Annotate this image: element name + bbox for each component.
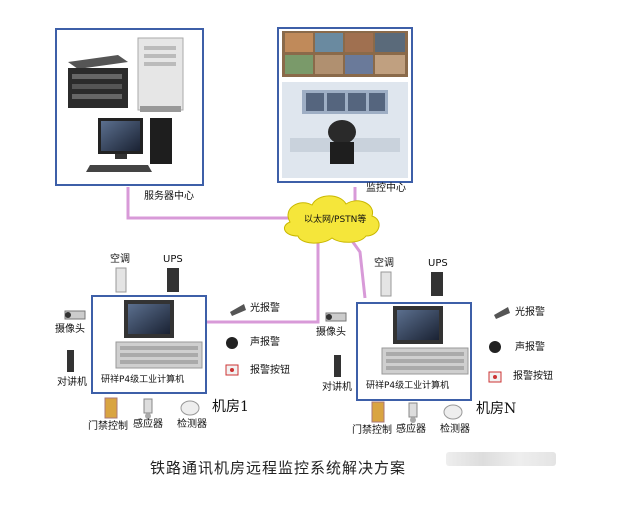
tower-server-icon — [137, 37, 184, 112]
ups-icon — [167, 268, 179, 292]
link-server-to-network — [126, 187, 290, 220]
rack-server-icon — [68, 55, 128, 108]
desktop-pc-icon — [86, 118, 172, 172]
label-ups-room1: UPS — [163, 254, 183, 265]
label-roomN: 机房N — [476, 401, 517, 417]
label-sensor-room1: 感应器 — [133, 419, 163, 430]
label-aircon-room1: 空调 — [110, 254, 130, 265]
label-ipc-roomN: 研祥P4级工业计算机 — [366, 381, 450, 391]
label-light-alarm-room1: 光报警 — [250, 303, 280, 314]
detector-icon — [180, 400, 200, 416]
label-sound-alarm-roomN: 声报警 — [515, 342, 545, 353]
network-cloud — [283, 195, 380, 244]
label-alarm-button-roomN: 报警按钮 — [513, 371, 553, 382]
label-access-control-roomN: 门禁控制 — [352, 425, 392, 436]
label-intercom-room1: 对讲机 — [57, 377, 87, 388]
label-camera-roomN: 摄像头 — [316, 327, 346, 338]
label-aircon-roomN: 空调 — [374, 258, 394, 269]
sensor-icon — [143, 398, 153, 419]
room1-box — [91, 295, 207, 394]
link-lines — [126, 187, 367, 324]
label-server-center: 服务器中心 — [144, 191, 194, 202]
label-camera-room1: 摄像头 — [55, 324, 85, 335]
watermark-blur — [446, 452, 556, 466]
control-room-icon — [282, 82, 408, 178]
video-wall-icon — [282, 31, 408, 77]
label-alarm-button-room1: 报警按钮 — [250, 365, 290, 376]
label-network: 以太网/PSTN等 — [304, 215, 367, 225]
label-ipc-room1: 研祥P4级工业计算机 — [101, 375, 185, 385]
label-room1: 机房1 — [212, 399, 249, 415]
label-detector-room1: 检测器 — [177, 419, 207, 430]
label-ups-roomN: UPS — [428, 258, 448, 269]
intercom-icon — [67, 350, 74, 372]
access-control-icon — [104, 397, 118, 419]
link-network-to-roomN — [348, 237, 367, 299]
room1-peripherals — [64, 267, 246, 419]
label-intercom-roomN: 对讲机 — [322, 382, 352, 393]
label-access-control-room1: 门禁控制 — [88, 421, 128, 432]
label-sensor-roomN: 感应器 — [396, 424, 426, 435]
link-network-to-room1 — [207, 238, 320, 324]
server-center-box — [55, 28, 204, 186]
label-monitor-center: 监控中心 — [366, 183, 406, 194]
aircon-icon — [115, 267, 127, 293]
diagram-caption: 铁路通讯机房远程监控系统解决方案 — [150, 459, 407, 477]
label-light-alarm-roomN: 光报警 — [515, 307, 545, 318]
monitor-center-box — [277, 27, 413, 183]
camera-icon — [64, 310, 86, 320]
sound-alarm-icon — [226, 337, 238, 349]
label-sound-alarm-room1: 声报警 — [250, 337, 280, 348]
roomN-peripherals — [325, 271, 510, 423]
roomN-box — [356, 302, 472, 401]
label-detector-roomN: 检测器 — [440, 424, 470, 435]
light-alarm-icon — [230, 304, 246, 316]
